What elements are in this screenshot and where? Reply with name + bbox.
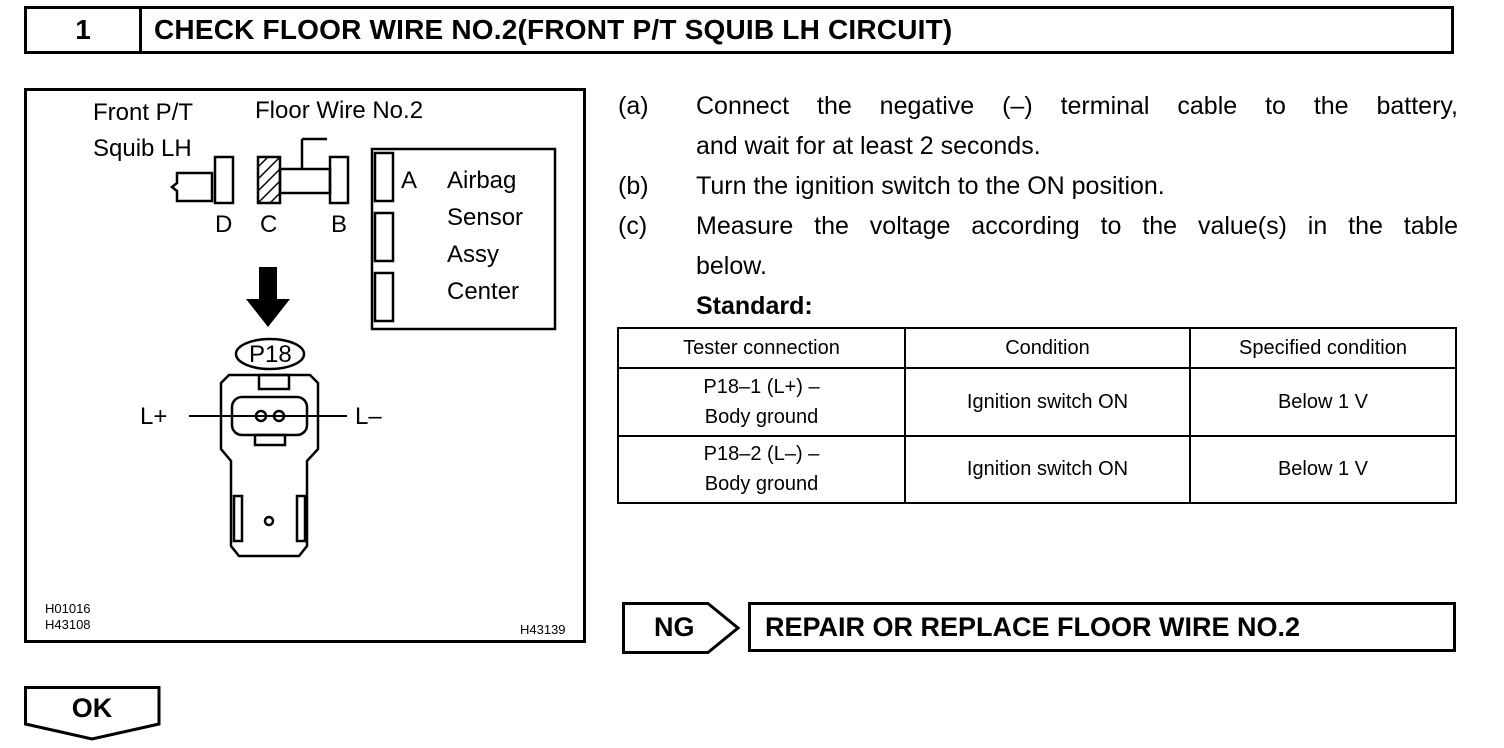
sensor-label-line4: Center	[447, 278, 520, 305]
connector-diagram-drawing	[169, 137, 557, 558]
table-header-cell: Tester connection	[617, 327, 906, 369]
pin-c-label: C	[260, 211, 278, 238]
step-a-text-line1: Connect the negative (–) terminal cable …	[696, 92, 1458, 120]
ref-code-2: H43108	[45, 617, 91, 632]
ok-label: OK	[71, 692, 113, 723]
squib-label-line2: Squib LH	[93, 135, 192, 162]
sensor-slot-3	[373, 271, 395, 323]
floor-wire-label: Floor Wire No.2	[255, 97, 424, 124]
step-a-label: (a)	[618, 92, 649, 120]
connector-id-label: P18	[249, 341, 292, 368]
table-cell-connection: P18–2 (L–) – Body ground	[617, 434, 906, 504]
ok-arrow-shape	[24, 686, 161, 741]
step-title: CHECK FLOOR WIRE NO.2(FRONT P/T SQUIB LH…	[154, 14, 953, 45]
step-c: (c) Measure the voltage according to the…	[618, 206, 1458, 246]
table-cell-specified: Below 1 V	[1189, 367, 1457, 437]
pin-d-shape	[213, 155, 235, 205]
connector-diagram: Front P/T Squib LH Floor Wire No.2 D C B…	[24, 88, 586, 643]
terminal-2	[272, 409, 286, 423]
sensor-label-line1: Airbag	[447, 167, 517, 194]
step-c-text-line2: below.	[696, 252, 767, 280]
spec-table: Tester connection Condition Specified co…	[617, 327, 1457, 504]
terminal-1	[254, 409, 268, 423]
connection-line2: Body ground	[704, 473, 819, 496]
terminal-plus-label: L+	[140, 403, 168, 430]
airbag-sensor-box	[370, 147, 557, 331]
down-arrow-icon	[246, 267, 290, 327]
table-header-cell: Condition	[904, 327, 1191, 369]
terminal-minus-label: L–	[355, 403, 382, 430]
table-cell-condition: Ignition switch ON	[904, 434, 1191, 504]
sensor-label-line2: Sensor	[447, 204, 524, 231]
step-a: (a) Connect the negative (–) terminal ca…	[618, 86, 1458, 126]
step-number: 1	[27, 9, 142, 51]
connector-p18-shape	[219, 373, 320, 558]
pin-a-label: A	[401, 167, 418, 194]
step-b: (b) Turn the ignition switch to the ON p…	[618, 166, 1458, 206]
step-c-label: (c)	[618, 212, 648, 240]
step-b-label: (b)	[618, 172, 649, 200]
sensor-slot-1	[373, 151, 395, 203]
sensor-label-line3: Assy	[447, 241, 500, 268]
pin-b-shape	[328, 155, 350, 205]
ref-code-1: H01016	[45, 601, 91, 616]
floor-wire-body	[278, 167, 332, 195]
pin-b-label: B	[331, 211, 348, 238]
step-header: 1 CHECK FLOOR WIRE NO.2(FRONT P/T SQUIB …	[24, 6, 1454, 54]
connection-line2: Body ground	[704, 405, 819, 428]
step-c-text-line1: Measure the voltage according to the val…	[696, 212, 1458, 240]
connection-line1: P18–1 (L+) –	[703, 375, 820, 398]
step-a-text-line2: and wait for at least 2 seconds.	[696, 132, 1041, 160]
table-cell-condition: Ignition switch ON	[904, 367, 1191, 437]
table-header-cell: Specified condition	[1189, 327, 1457, 369]
table-cell-connection: P18–1 (L+) – Body ground	[617, 367, 906, 437]
standard-label: Standard:	[696, 292, 813, 320]
step-b-text-line1: Turn the ignition switch to the ON posit…	[696, 172, 1165, 200]
procedure-steps: (a) Connect the negative (–) terminal ca…	[618, 86, 1458, 326]
connection-line1: P18–2 (L–) –	[703, 443, 820, 466]
table-cell-specified: Below 1 V	[1189, 434, 1457, 504]
ng-arrow-shape	[622, 602, 741, 654]
sensor-slot-2	[373, 211, 395, 263]
table-header-row: Tester connection Condition Specified co…	[617, 327, 1457, 369]
ng-label: NG	[654, 611, 695, 642]
squib-label-line1: Front P/T	[93, 99, 194, 126]
ref-code-3: H43139	[520, 622, 566, 637]
connector-id-ellipse	[234, 337, 306, 371]
table-row: P18–1 (L+) – Body ground Ignition switch…	[617, 367, 1457, 437]
table-row: P18–2 (L–) – Body ground Ignition switch…	[617, 434, 1457, 504]
squib-plug-shape	[169, 171, 214, 203]
ng-result: REPAIR OR REPLACE FLOOR WIRE NO.2	[748, 602, 1456, 652]
pin-d-label: D	[215, 211, 233, 238]
